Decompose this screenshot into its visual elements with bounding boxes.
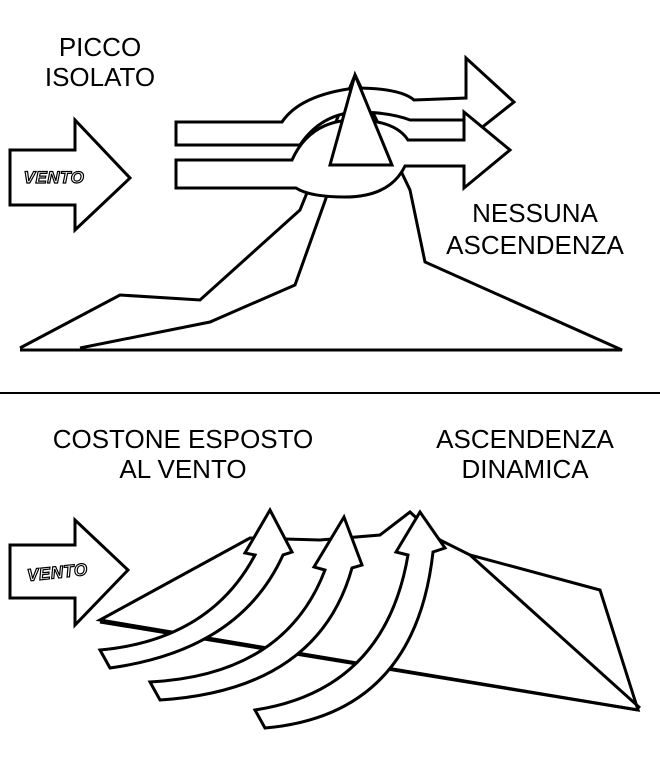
top-result-line2: ASCENDENZA bbox=[446, 230, 624, 260]
top-title-line2: ISOLATO bbox=[45, 62, 155, 92]
top-title-line1: PICCO bbox=[59, 32, 141, 62]
lift-arrow-1-icon bbox=[97, 506, 295, 670]
lift-arrow-3-icon bbox=[252, 509, 448, 730]
bottom-title-line2: AL VENTO bbox=[119, 454, 246, 484]
bottom-result-line2: DINAMICA bbox=[461, 454, 589, 484]
lift-arrow-2-icon bbox=[147, 513, 364, 702]
top-wind-label: VENTO bbox=[24, 168, 85, 187]
top-result-line1: NESSUNA bbox=[472, 198, 598, 228]
bottom-wind-arrow: VENTO bbox=[8, 516, 131, 629]
top-wind-arrow-icon bbox=[8, 116, 133, 234]
top-wind-arrow: VENTO bbox=[8, 116, 133, 234]
bottom-title-line1: COSTONE ESPOSTO bbox=[53, 424, 314, 454]
bottom-wind-label: VENTO bbox=[26, 560, 88, 585]
bottom-wind-arrow-icon bbox=[8, 516, 131, 629]
bottom-panel: COSTONE ESPOSTO AL VENTO ASCENDENZA DINA… bbox=[8, 424, 642, 730]
peak-tip bbox=[328, 70, 395, 167]
bottom-result-line1: ASCENDENZA bbox=[436, 424, 614, 454]
top-panel: PICCO ISOLATO VENTO NESSUNA ASCENDENZA bbox=[8, 32, 625, 352]
upper-flow-arrow-icon bbox=[174, 54, 517, 147]
